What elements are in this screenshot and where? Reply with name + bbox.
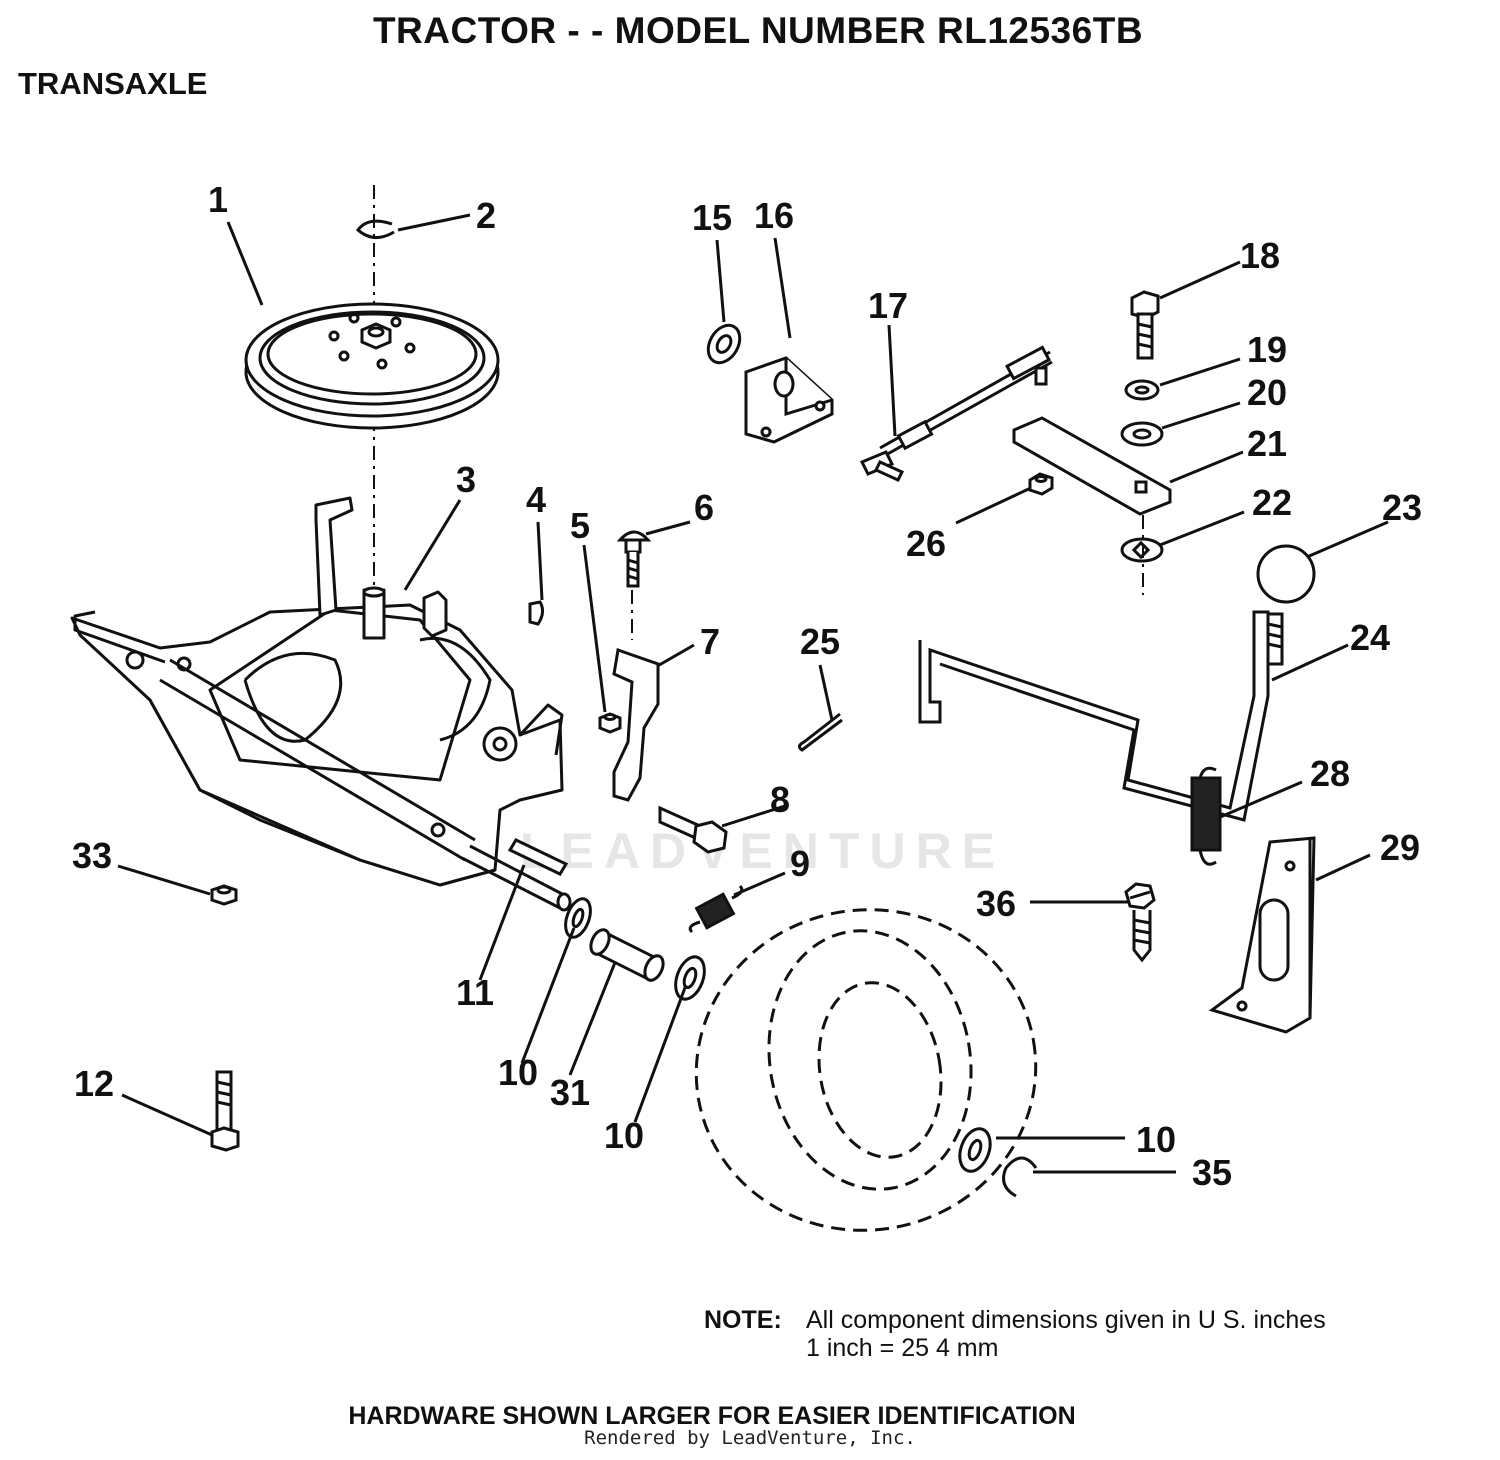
callout-35: 35 [1192, 1152, 1232, 1193]
spring-part-28 [1190, 766, 1222, 866]
cotter-pin-part [797, 712, 843, 752]
callout-3: 3 [456, 459, 476, 500]
callout-10-c: 10 [1136, 1119, 1176, 1160]
callout-24: 24 [1350, 617, 1390, 658]
callout-28: 28 [1310, 753, 1350, 794]
nut-part-33 [210, 884, 238, 906]
nut-part-26 [1028, 472, 1054, 496]
section-title: TRANSAXLE [18, 66, 208, 101]
square-key-part [507, 838, 569, 876]
callout-numbers: 1 2 3 4 5 6 7 8 9 10 10 10 11 12 15 16 1… [72, 179, 1422, 1193]
note-line-2: 1 inch = 25 4 mm [806, 1334, 999, 1362]
bracket-part-16 [744, 356, 834, 444]
callout-12: 12 [74, 1063, 114, 1104]
wheel-outline [694, 908, 1038, 1232]
callout-1: 1 [208, 179, 228, 220]
callout-29: 29 [1380, 827, 1420, 868]
e-ring-part-35 [1002, 1156, 1038, 1198]
callout-16: 16 [754, 195, 794, 236]
hex-bolt-part-18 [1130, 290, 1160, 360]
callout-21: 21 [1247, 423, 1287, 464]
nut-part-5 [598, 712, 622, 734]
screw-part-36 [1124, 882, 1156, 963]
rendered-by-credit: Rendered by LeadVenture, Inc. [584, 1427, 916, 1449]
carriage-bolt-part [616, 530, 652, 588]
callout-11: 11 [456, 972, 494, 1013]
callout-9: 9 [790, 843, 810, 884]
callout-33: 33 [72, 835, 112, 876]
washers-part-19-20-22 [1120, 379, 1164, 563]
callout-19: 19 [1247, 329, 1287, 370]
note-label: NOTE: [704, 1306, 782, 1334]
callout-18: 18 [1240, 235, 1280, 276]
hex-bolt-part-12 [210, 1070, 240, 1152]
transaxle-housing-part [70, 496, 572, 912]
washer-part-15 [706, 323, 742, 365]
callout-25: 25 [800, 621, 840, 662]
diagram-title: TRACTOR - - MODEL NUMBER RL12536TB [372, 10, 1144, 51]
note-line-1: All component dimensions given in U S. i… [806, 1306, 1326, 1334]
shift-lever-part [918, 610, 1284, 822]
callout-23: 23 [1382, 487, 1422, 528]
callout-15: 15 [692, 197, 732, 238]
link-plate-part [1012, 416, 1172, 516]
callout-17: 17 [868, 285, 908, 326]
callout-31: 31 [550, 1072, 590, 1113]
pulley-part [244, 302, 500, 430]
washers-part-10 [564, 897, 992, 1173]
callout-36: 36 [976, 883, 1016, 924]
callout-5: 5 [570, 505, 590, 546]
woodruff-key-part [528, 600, 545, 626]
hex-bolt-part-8 [658, 805, 728, 854]
shift-rod-part [859, 345, 1053, 482]
spring-part-9 [688, 884, 744, 934]
knob-part [1256, 544, 1316, 604]
watermark-text: LEADVENTURE [520, 823, 1006, 879]
callout-8: 8 [770, 779, 790, 820]
callout-10-a: 10 [498, 1052, 538, 1093]
callout-7: 7 [700, 621, 720, 662]
callout-20: 20 [1247, 372, 1287, 413]
callout-22: 22 [1252, 482, 1292, 523]
hardware-footer: HARDWARE SHOWN LARGER FOR EASIER IDENTIF… [348, 1402, 1076, 1430]
leader-lines [117, 213, 1389, 1174]
callout-26: 26 [906, 523, 946, 564]
callout-4: 4 [526, 479, 546, 520]
spacer-part [589, 928, 665, 983]
e-ring-part [355, 219, 395, 239]
bracket-part-7 [612, 647, 660, 802]
callout-10-b: 10 [604, 1115, 644, 1156]
callout-6: 6 [694, 487, 714, 528]
bracket-part-29 [1208, 836, 1316, 1034]
callout-2: 2 [476, 195, 496, 236]
